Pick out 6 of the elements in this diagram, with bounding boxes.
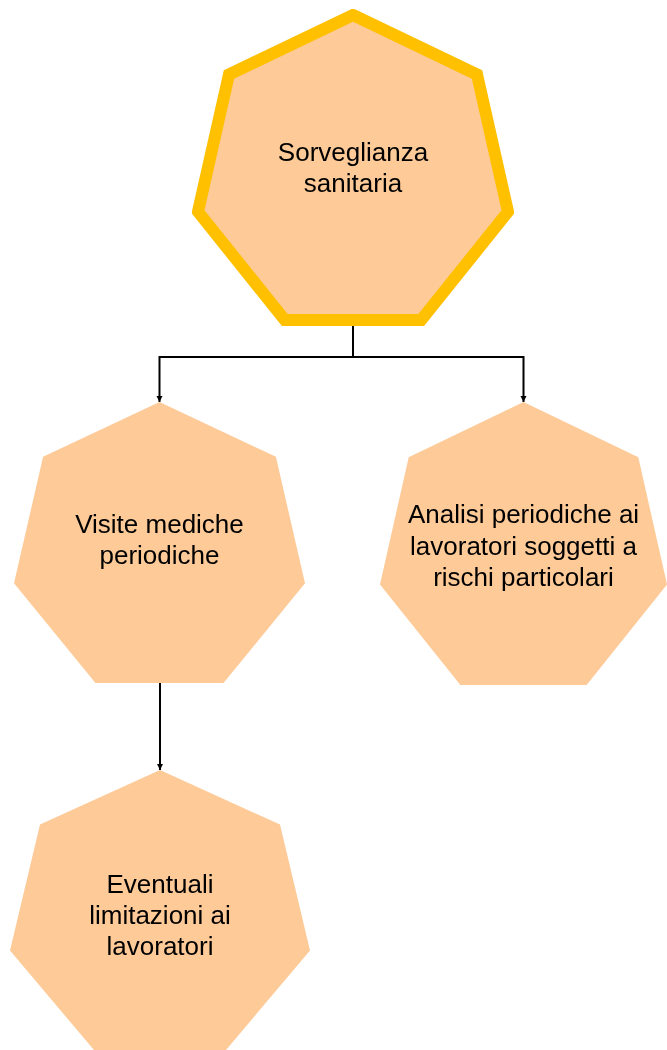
arrow [352, 325, 527, 403]
node-label: Eventuali limitazioni ai lavoratori [88, 868, 232, 963]
arrow [157, 682, 163, 771]
node-label: Visite mediche periodiche [74, 508, 245, 571]
node-label: Analisi periodiche ai lavoratori soggetti a rischi particolari [406, 499, 641, 594]
node-label: Sorveglianza sanitaria [276, 136, 430, 199]
